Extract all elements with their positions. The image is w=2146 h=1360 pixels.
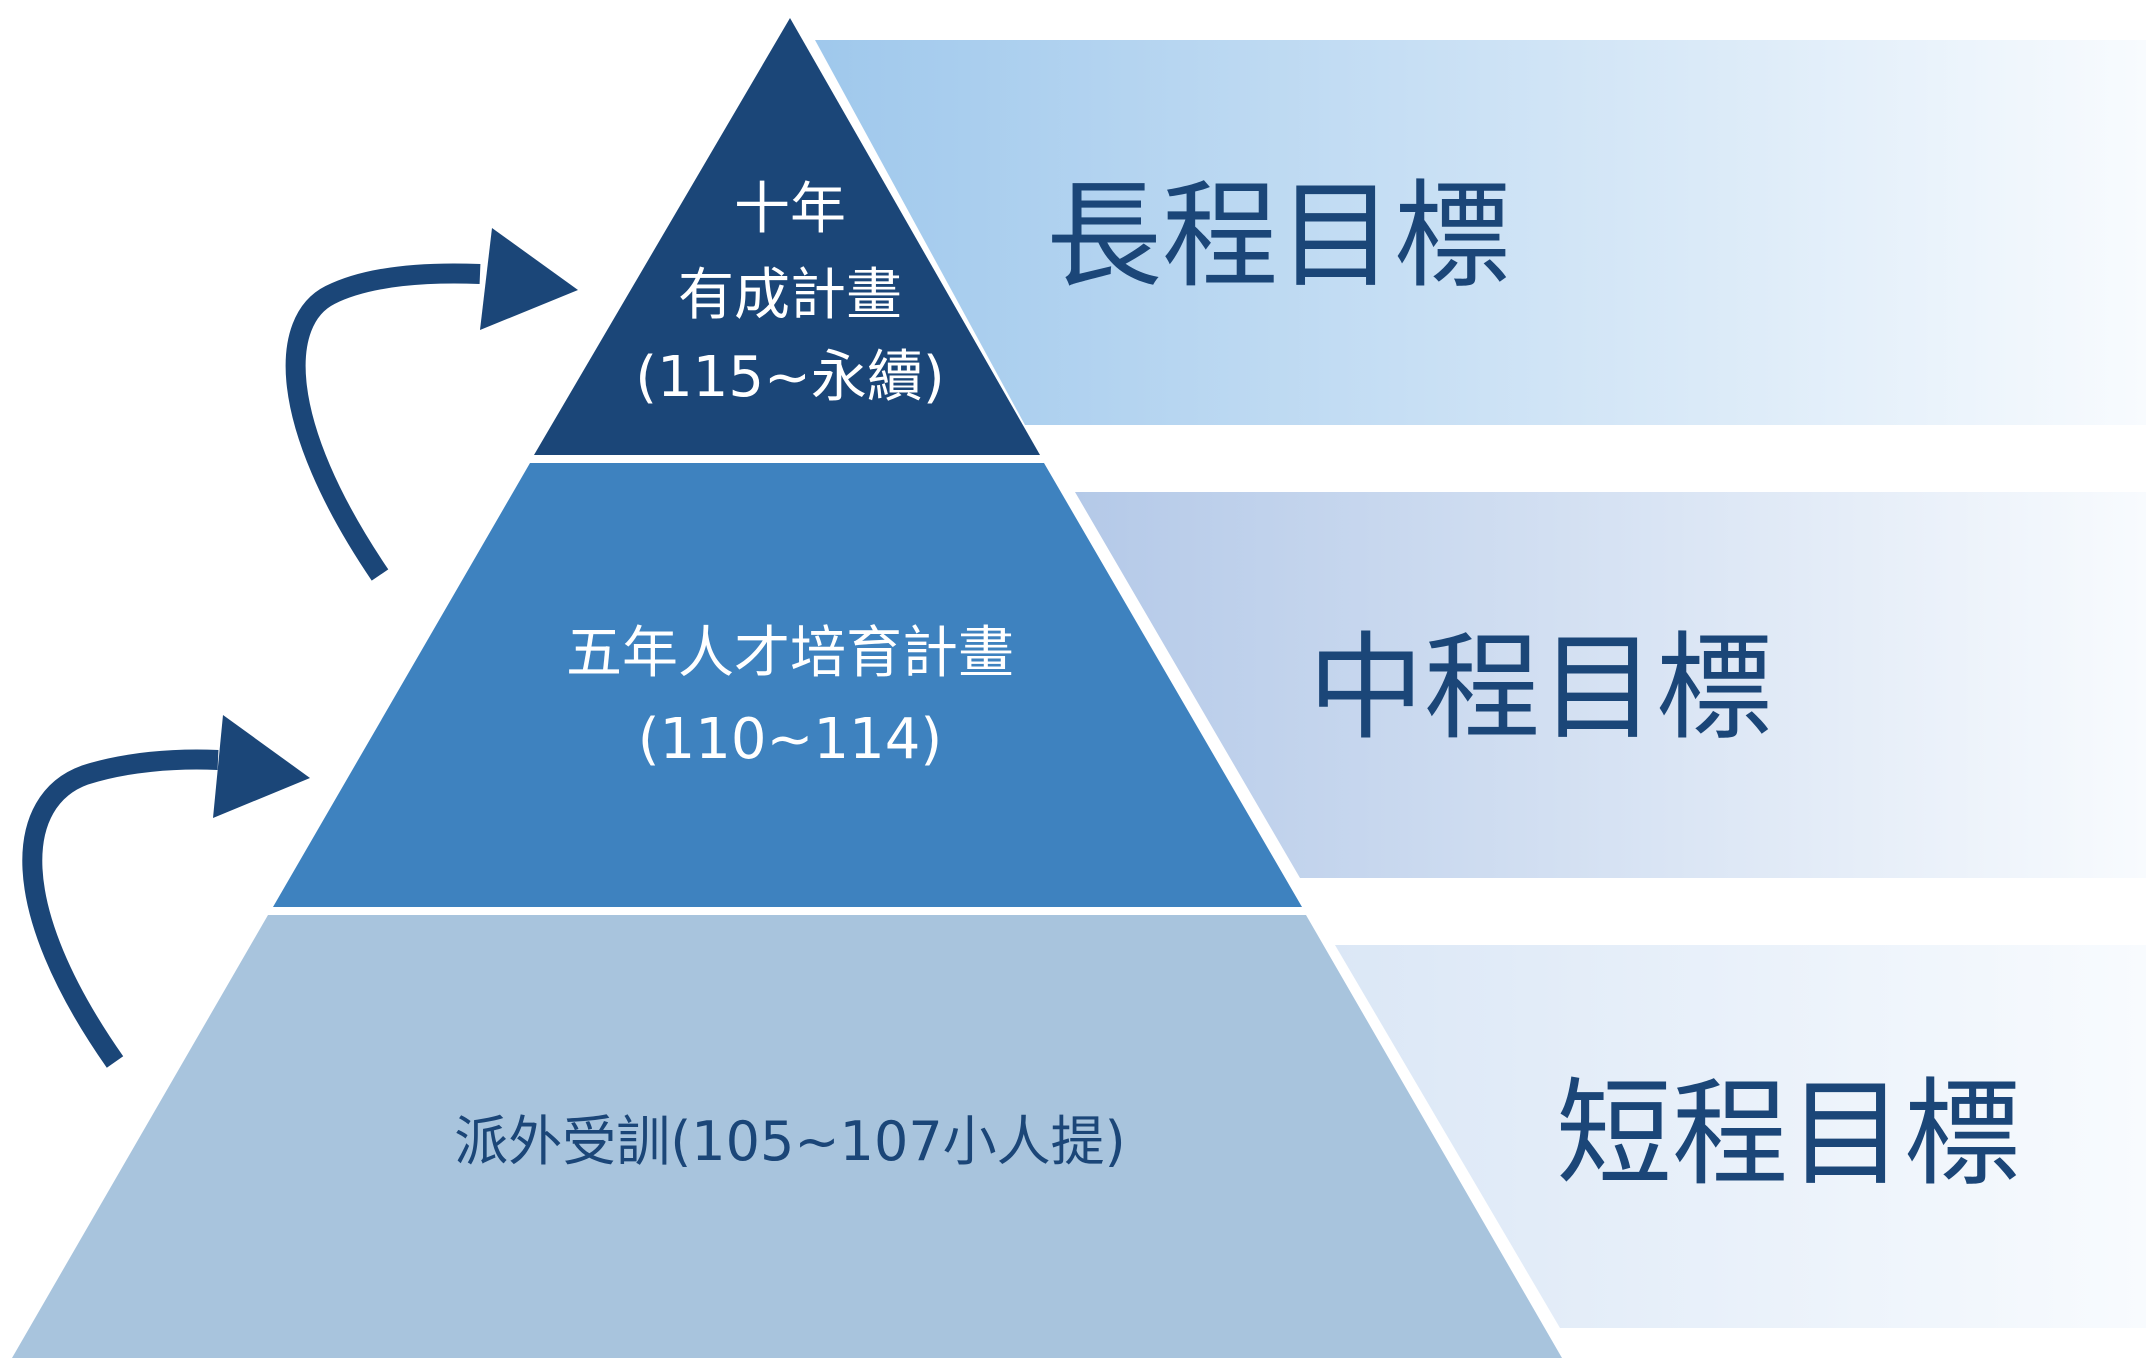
pyramid-middle-tier xyxy=(273,463,1302,907)
upper-curved-arrow-icon xyxy=(285,228,578,581)
short-term-goal-label: 短程目標 xyxy=(1556,1067,2020,1202)
top-tier-line-2: 有成計畫 xyxy=(678,263,902,328)
short-term-band xyxy=(1335,945,2146,1328)
bottom-tier-line-1: 派外受訓(105~107小人提) xyxy=(454,1110,1126,1173)
long-term-goal-label: 長程目標 xyxy=(1046,169,1510,304)
middle-tier-line-1: 五年人才培育計畫 xyxy=(566,621,1014,686)
top-tier-line-3: (115~永續) xyxy=(635,345,945,410)
middle-tier-line-2: (110~114) xyxy=(638,707,942,772)
mid-term-band xyxy=(1075,492,2146,878)
pyramid-bottom-tier xyxy=(12,915,1562,1358)
pyramid-top-tier xyxy=(534,18,1040,455)
lower-curved-arrow-icon xyxy=(22,715,310,1068)
mid-term-goal-label: 中程目標 xyxy=(1308,621,1772,756)
long-term-band xyxy=(815,40,2146,425)
top-tier-line-1: 十年 xyxy=(734,177,846,242)
